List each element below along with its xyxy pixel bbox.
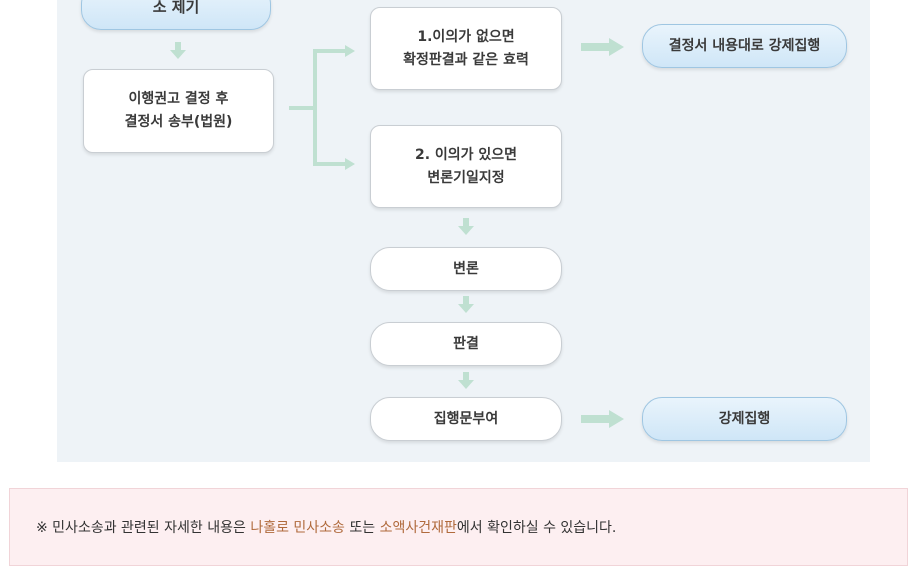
branch-line-stub	[289, 106, 315, 110]
decision-line2: 결정서 송부(법원)	[124, 114, 233, 130]
decision-line1: 이행권고 결정 후	[128, 91, 229, 107]
final-result-label: 강제집행	[718, 410, 771, 427]
right-arrow-icon	[581, 38, 625, 56]
right-arrow-icon	[581, 410, 625, 428]
option1-result-label: 결정서 내용대로 강제집행	[668, 37, 821, 54]
final-result-box: 강제집행	[642, 397, 847, 441]
decision-box: 이행권고 결정 후 결정서 송부(법원)	[83, 69, 274, 153]
argument-box: 변론	[370, 247, 562, 291]
start-box-label: 소 제기	[152, 0, 200, 16]
judgment-box: 판결	[370, 322, 562, 366]
note-prefix: ※ 민사소송과 관련된 자세한 내용은	[36, 520, 251, 536]
down-arrow-icon	[458, 218, 474, 236]
down-arrow-icon	[458, 372, 474, 390]
execution-writ-label: 집행문부여	[433, 410, 499, 427]
right-arrow-icon	[345, 158, 355, 170]
option1-line1: 1.이의가 없으면	[417, 28, 515, 45]
down-arrow-icon	[458, 296, 474, 314]
argument-label: 변론	[453, 260, 479, 277]
branch-line-vertical	[313, 49, 317, 166]
branch-line-top	[313, 49, 345, 53]
option1-box: 1.이의가 없으면 확정판결과 같은 효력	[370, 7, 562, 90]
right-arrow-icon	[345, 45, 355, 57]
down-arrow-icon	[170, 42, 186, 60]
option1-result-box: 결정서 내용대로 강제집행	[642, 24, 847, 68]
flowchart-panel: 소 제기 이행권고 결정 후 결정서 송부(법원) 1.이의가 없으면 확정판결…	[57, 0, 870, 462]
start-box: 소 제기	[81, 0, 271, 30]
info-note: ※ 민사소송과 관련된 자세한 내용은 나홀로 민사소송 또는 소액사건재판 에…	[9, 488, 908, 566]
note-middle: 또는	[344, 520, 380, 536]
execution-writ-box: 집행문부여	[370, 397, 562, 441]
note-link-civil-suit[interactable]: 나홀로 민사소송	[250, 520, 345, 536]
option2-box: 2. 이의가 있으면 변론기일지정	[370, 125, 562, 208]
option2-line1: 2. 이의가 있으면	[414, 146, 518, 163]
judgment-label: 판결	[453, 335, 479, 352]
branch-line-bottom	[313, 162, 345, 166]
option2-line2: 변론기일지정	[427, 169, 505, 186]
note-link-small-claims[interactable]: 소액사건재판	[379, 520, 457, 536]
option1-line2: 확정판결과 같은 효력	[403, 51, 529, 68]
note-suffix: 에서 확인하실 수 있습니다.	[456, 520, 617, 536]
